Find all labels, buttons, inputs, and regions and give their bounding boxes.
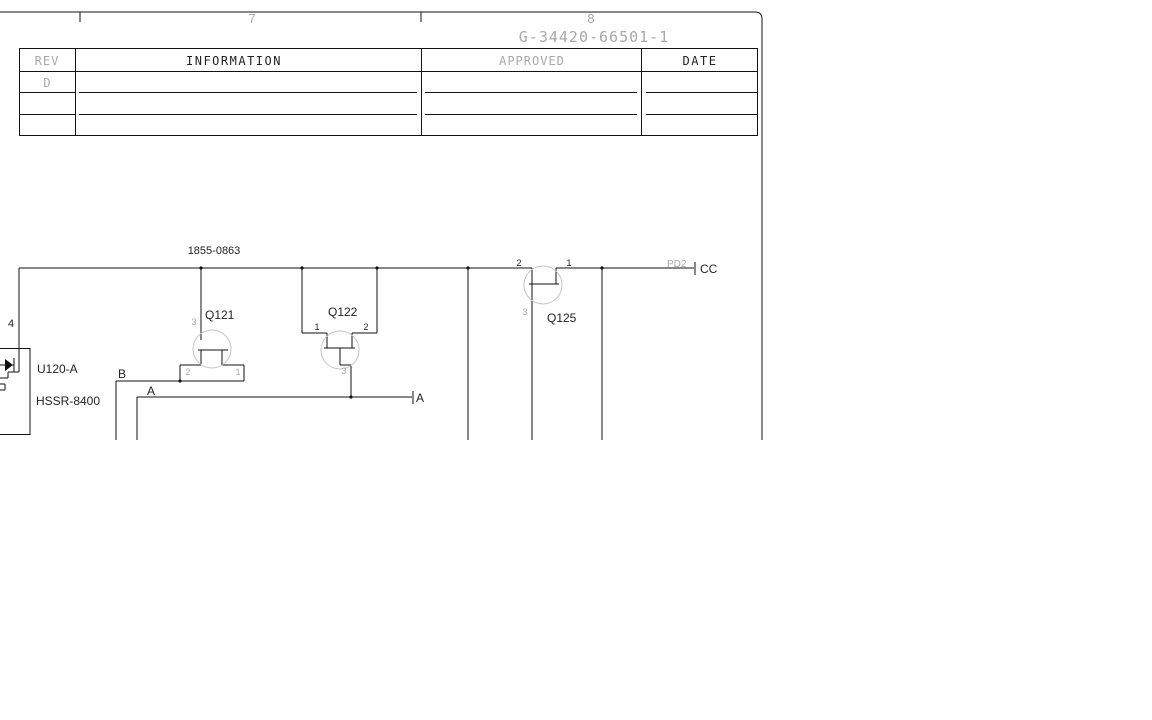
- sheet-border: [0, 11, 763, 440]
- q121-pin-1: 1: [235, 367, 240, 377]
- q121-ref: Q121: [205, 308, 235, 322]
- q125-pin-1: 1: [566, 258, 571, 268]
- zone-number-8: 8: [587, 11, 594, 26]
- wiring: [18, 262, 696, 440]
- signal-b-label: B: [118, 367, 126, 381]
- u120-symbol: [0, 348, 31, 435]
- zone-number-7: 7: [248, 11, 255, 26]
- junction-dots: [178, 266, 604, 399]
- q125-ref: Q125: [547, 311, 577, 325]
- q122-outline: [320, 330, 360, 370]
- q122-pin-2: 2: [363, 322, 368, 332]
- header-date: DATE: [683, 54, 718, 68]
- signal-a-label-right: A: [416, 391, 424, 405]
- power-rail-name: CC: [700, 262, 718, 276]
- q125-outline: [523, 265, 563, 305]
- q122-ref: Q122: [328, 305, 358, 319]
- q122-pin-3: 3: [341, 366, 346, 376]
- net-label: 1855-0863: [188, 245, 241, 257]
- q125-pin-3: 3: [522, 307, 527, 317]
- drawing-number: G-34420-66501-1: [519, 28, 669, 46]
- rev-cell-row-1: D: [43, 76, 50, 90]
- signal-a-label-left: A: [147, 384, 155, 398]
- q121-pin-3: 3: [191, 317, 196, 327]
- q121-outline: [192, 329, 232, 369]
- u120-pin-label: 4: [8, 318, 14, 330]
- q121-pin-2: 2: [185, 367, 190, 377]
- u120-part: HSSR-8400: [36, 394, 100, 408]
- u120-ref: U120-A: [37, 362, 78, 376]
- power-rail-label: PD2: [667, 259, 687, 270]
- q122-pin-1: 1: [314, 322, 319, 332]
- header-information: INFORMATION: [186, 54, 282, 68]
- header-approved: APPROVED: [499, 54, 565, 68]
- q125-pin-2: 2: [516, 258, 521, 268]
- revision-table: REV INFORMATION APPROVED DATE D: [19, 48, 758, 136]
- header-rev: REV: [35, 54, 60, 68]
